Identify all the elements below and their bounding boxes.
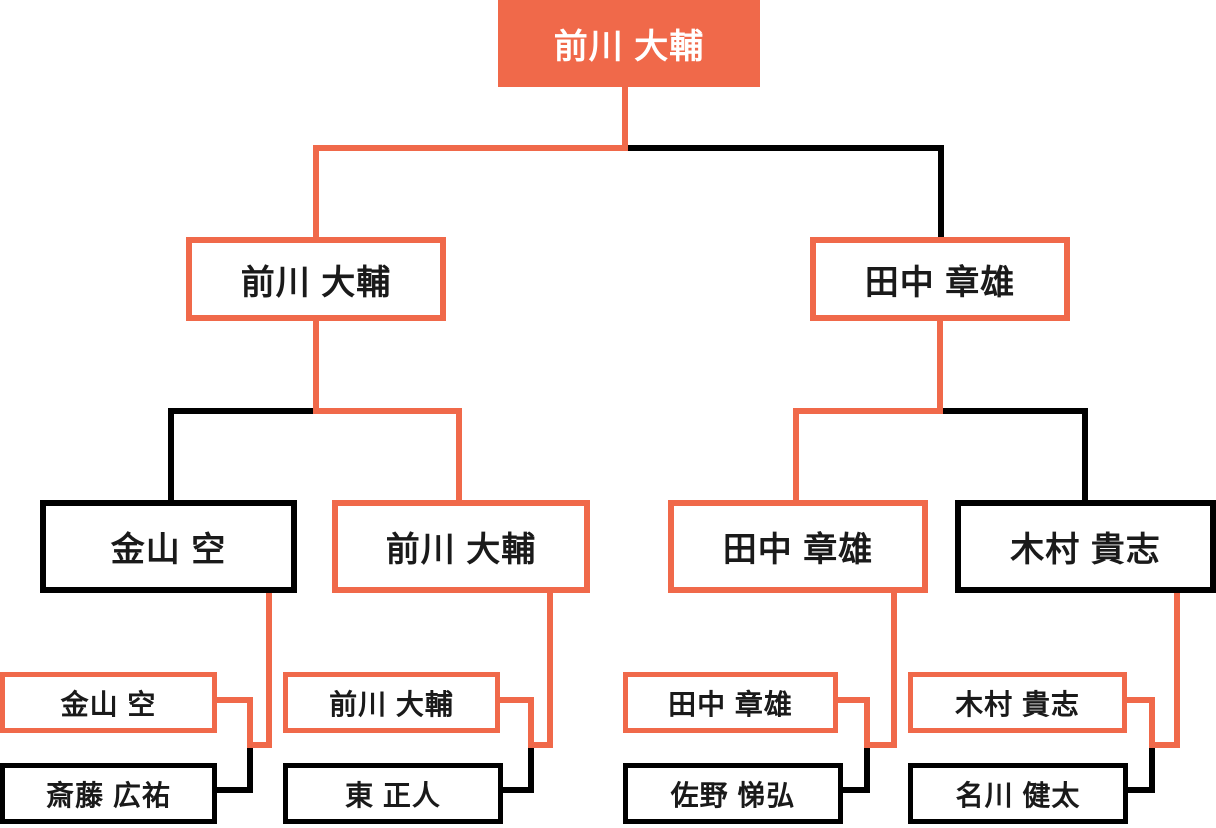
- connector-final-drop: [622, 87, 628, 151]
- connector-r1m1-jog: [247, 742, 272, 748]
- connector-final-left-winner: [313, 145, 628, 151]
- quarterfinal-box-4: 木村 貴志: [955, 500, 1216, 593]
- round1-match2-winner-box: 前川 大輔: [283, 672, 500, 733]
- connector-r1m3-jog: [864, 742, 897, 748]
- round1-match3-loser-box: 佐野 悌弘: [623, 763, 843, 824]
- semifinal-left-box: 前川 大輔: [186, 237, 446, 321]
- connector-sfleft-loser-h: [168, 408, 316, 414]
- connector-r1m2-up: [547, 592, 553, 748]
- connector-final-right-drop: [938, 145, 944, 240]
- connector-r1m1-v-loser: [247, 745, 253, 793]
- connector-r1m2-v-winner: [528, 697, 534, 745]
- round1-match4-loser-box: 名川 健太: [908, 763, 1128, 824]
- connector-r1m4-up: [1174, 592, 1180, 748]
- connector-r1m3-v-winner: [864, 697, 870, 745]
- connector-final-right-loser: [628, 145, 944, 151]
- round1-match1-winner-box: 金山 空: [0, 672, 217, 733]
- connector-sfleft-drop: [313, 321, 319, 414]
- round1-match1-loser-box: 斎藤 広祐: [0, 763, 217, 824]
- connector-r1m3-loser-h: [843, 787, 870, 793]
- connector-r1m2-winner-h: [500, 697, 534, 703]
- connector-r1m2-jog: [528, 742, 553, 748]
- round1-match2-loser-box: 東 正人: [283, 763, 503, 824]
- connector-r1m4-winner-h: [1127, 697, 1155, 703]
- connector-r1m1-winner-h: [217, 697, 253, 703]
- connector-r1m3-up: [891, 592, 897, 748]
- connector-r1m1-v-winner: [247, 697, 253, 745]
- connector-r1m4-v-winner: [1149, 697, 1155, 745]
- connector-sfleft-loser-drop: [168, 408, 174, 503]
- connector-r1m2-v-loser: [528, 745, 534, 793]
- connector-sfleft-winner-h: [313, 408, 462, 414]
- connector-r1m1-up: [266, 592, 272, 748]
- connector-r1m2-loser-h: [503, 787, 534, 793]
- connector-r1m3-winner-h: [838, 697, 870, 703]
- connector-sfleft-winner-drop: [456, 408, 462, 503]
- quarterfinal-box-2: 前川 大輔: [332, 500, 590, 593]
- connector-final-left-drop: [313, 145, 319, 240]
- round1-match4-winner-box: 木村 貴志: [908, 672, 1127, 733]
- connector-sfright-loser-h: [943, 408, 1088, 414]
- connector-sfright-winner-drop: [793, 408, 799, 503]
- connector-sfright-winner-h: [793, 408, 943, 414]
- quarterfinal-box-3: 田中 章雄: [668, 500, 928, 593]
- champion-box: 前川 大輔: [498, 0, 760, 87]
- quarterfinal-box-1: 金山 空: [40, 500, 297, 593]
- connector-r1m3-v-loser: [864, 745, 870, 793]
- connector-r1m4-loser-h: [1128, 787, 1155, 793]
- semifinal-right-box: 田中 章雄: [810, 237, 1070, 321]
- round1-match3-winner-box: 田中 章雄: [623, 672, 838, 733]
- connector-r1m4-jog: [1149, 742, 1180, 748]
- connector-r1m1-loser-h: [217, 787, 253, 793]
- connector-sfright-drop: [937, 321, 943, 414]
- connector-r1m4-v-loser: [1149, 745, 1155, 793]
- connector-sfright-loser-drop: [1082, 408, 1088, 503]
